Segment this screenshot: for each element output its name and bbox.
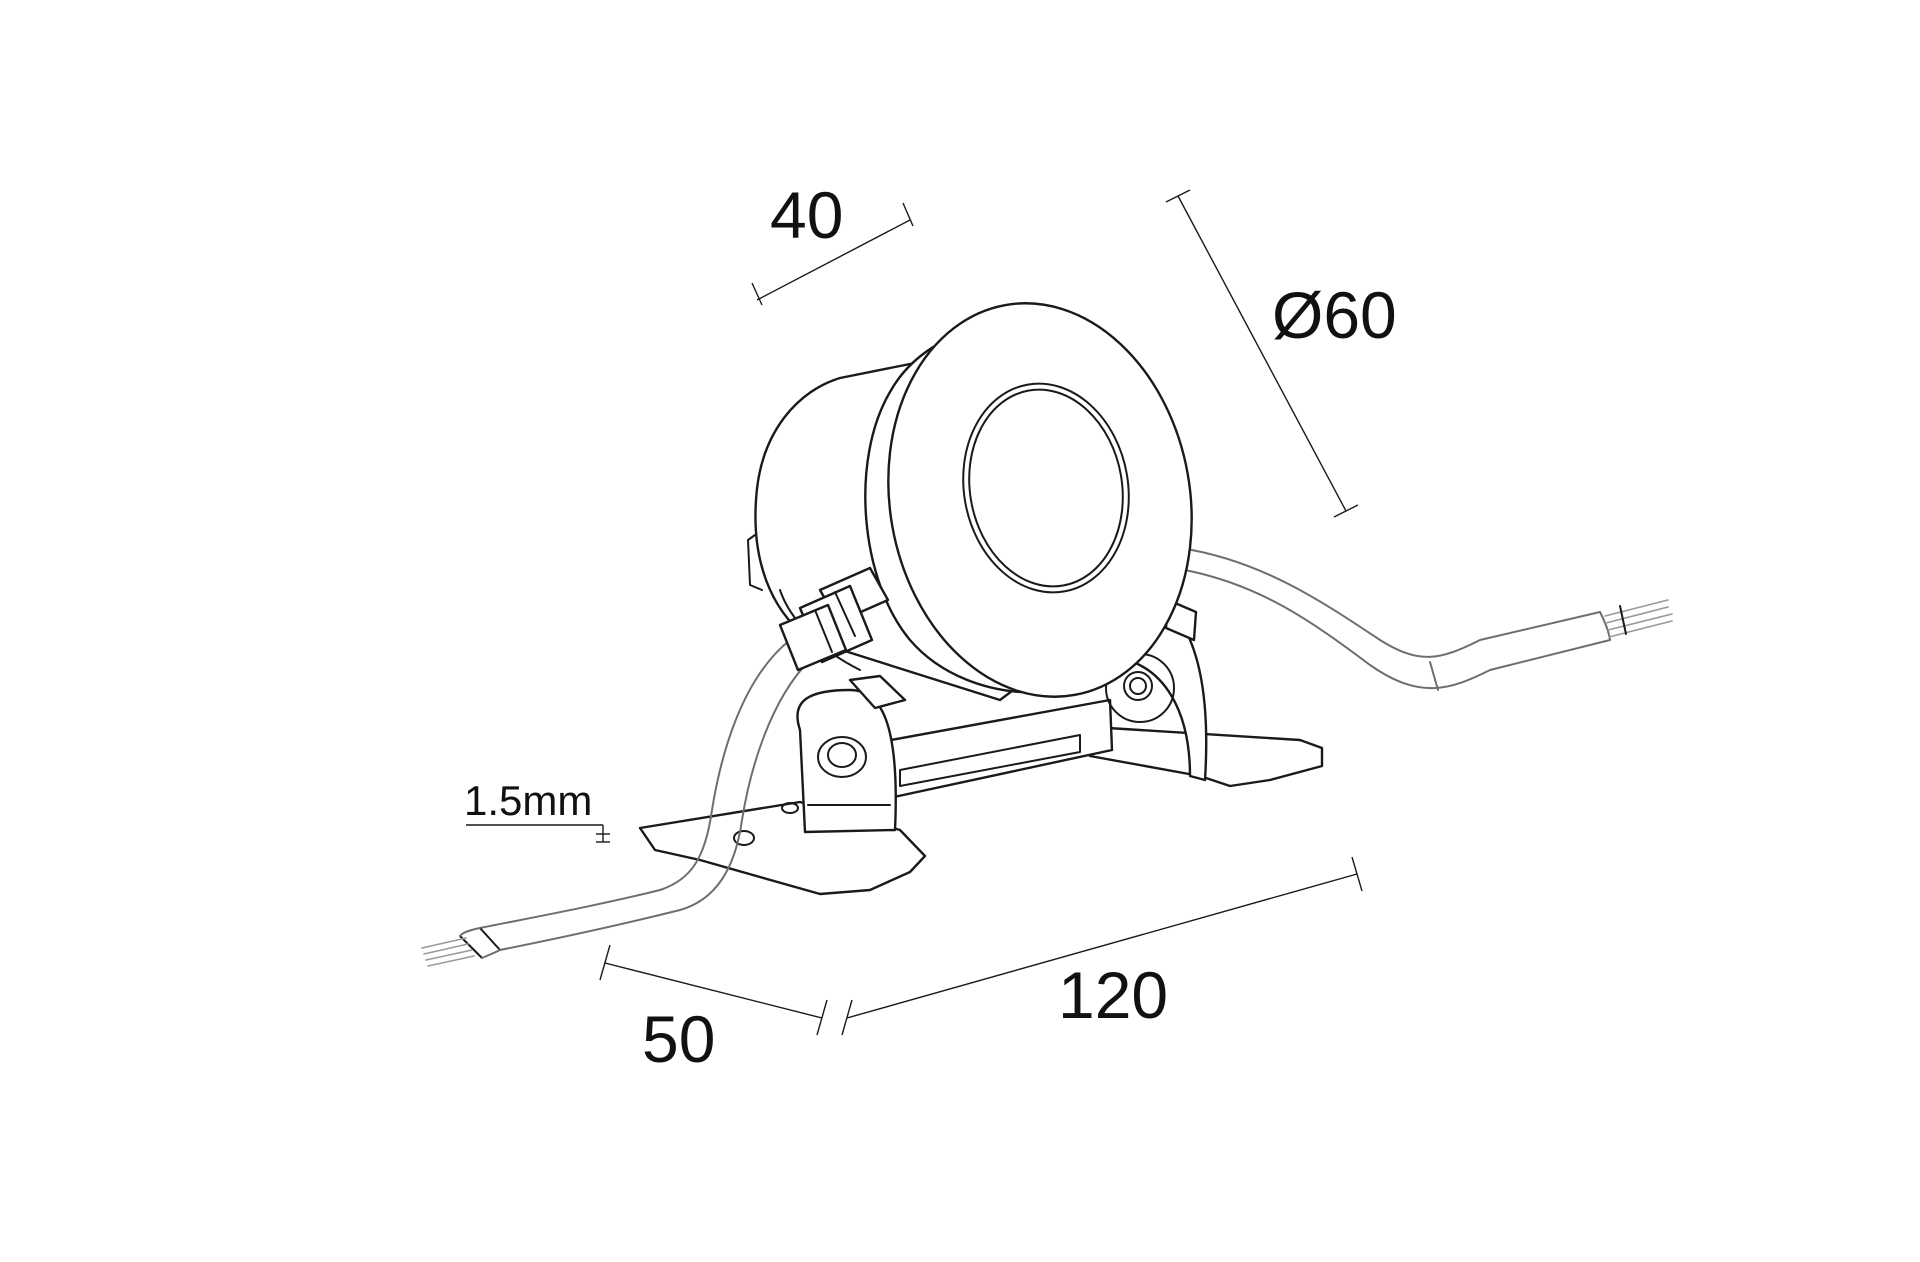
left-bracket [796, 674, 907, 834]
base-length-label: 120 [1058, 958, 1168, 1032]
dimension-diameter: Ø60 [1165, 189, 1397, 518]
dimension-depth: 40 [751, 178, 914, 306]
cable-gland [778, 566, 890, 672]
cable-size-label: 1.5mm [464, 777, 592, 824]
dimension-base-width: 50 [599, 944, 828, 1076]
left-cable [421, 639, 811, 967]
base-width-label: 50 [642, 1002, 715, 1076]
lamp-front [864, 302, 1193, 698]
depth-label: 40 [770, 178, 843, 252]
dimension-base-length: 120 [841, 856, 1363, 1036]
diameter-label: Ø60 [1272, 278, 1397, 352]
mounting-base [638, 698, 1324, 896]
right-cable [1179, 547, 1673, 691]
dimension-cable: 1.5mm [464, 777, 610, 843]
